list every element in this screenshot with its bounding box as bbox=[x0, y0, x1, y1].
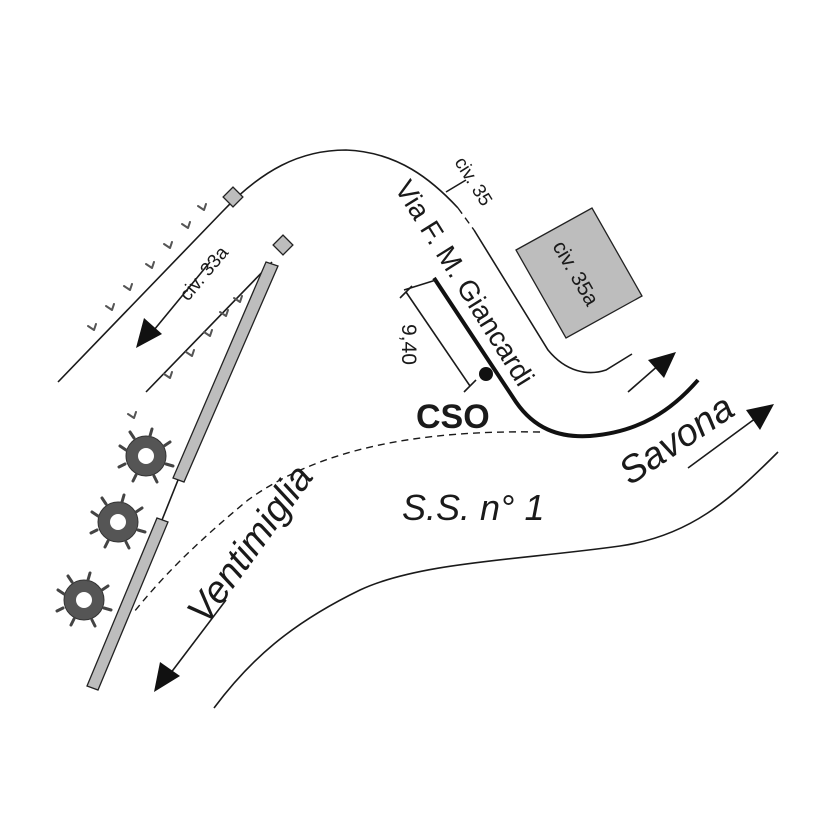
tree-icon bbox=[117, 427, 175, 484]
grass-row-lower bbox=[127, 295, 243, 419]
ss1-upper-edge bbox=[432, 276, 700, 439]
civ-35-boundary bbox=[445, 179, 467, 193]
barrier-lower bbox=[86, 517, 169, 691]
arrow-savona bbox=[687, 404, 774, 469]
label-civ-35: civ. 35 bbox=[450, 154, 496, 211]
via-giancardi-right-edge bbox=[473, 229, 633, 374]
gate-post-right bbox=[272, 234, 294, 256]
ss1-upper-edge-dashed bbox=[133, 431, 541, 613]
tree-icon bbox=[55, 571, 113, 628]
barrier-connector bbox=[161, 479, 179, 521]
arrow-civ33a bbox=[136, 261, 211, 348]
via-giancardi-left-edge bbox=[57, 149, 459, 383]
civ-33a-line bbox=[145, 261, 273, 393]
label-ventimiglia: Ventimiglia bbox=[179, 457, 321, 631]
grass-row-upper bbox=[87, 203, 207, 331]
dimension-line bbox=[399, 279, 477, 393]
arrow-via-giancardi bbox=[627, 352, 676, 393]
label-dimension: 9,40 bbox=[397, 324, 420, 365]
tree-icon bbox=[89, 493, 147, 550]
gate-post-left bbox=[222, 186, 244, 208]
via-giancardi-left-edge-dashed bbox=[457, 207, 475, 231]
label-cso: CSO bbox=[416, 398, 490, 436]
arrow-ventimiglia bbox=[154, 599, 227, 692]
ss1-lower-edge bbox=[213, 451, 779, 709]
building-civ-35a bbox=[515, 207, 643, 339]
cso-marker bbox=[479, 367, 493, 381]
label-road-name: S.S. n° 1 bbox=[402, 487, 544, 528]
barrier-upper bbox=[172, 261, 279, 483]
